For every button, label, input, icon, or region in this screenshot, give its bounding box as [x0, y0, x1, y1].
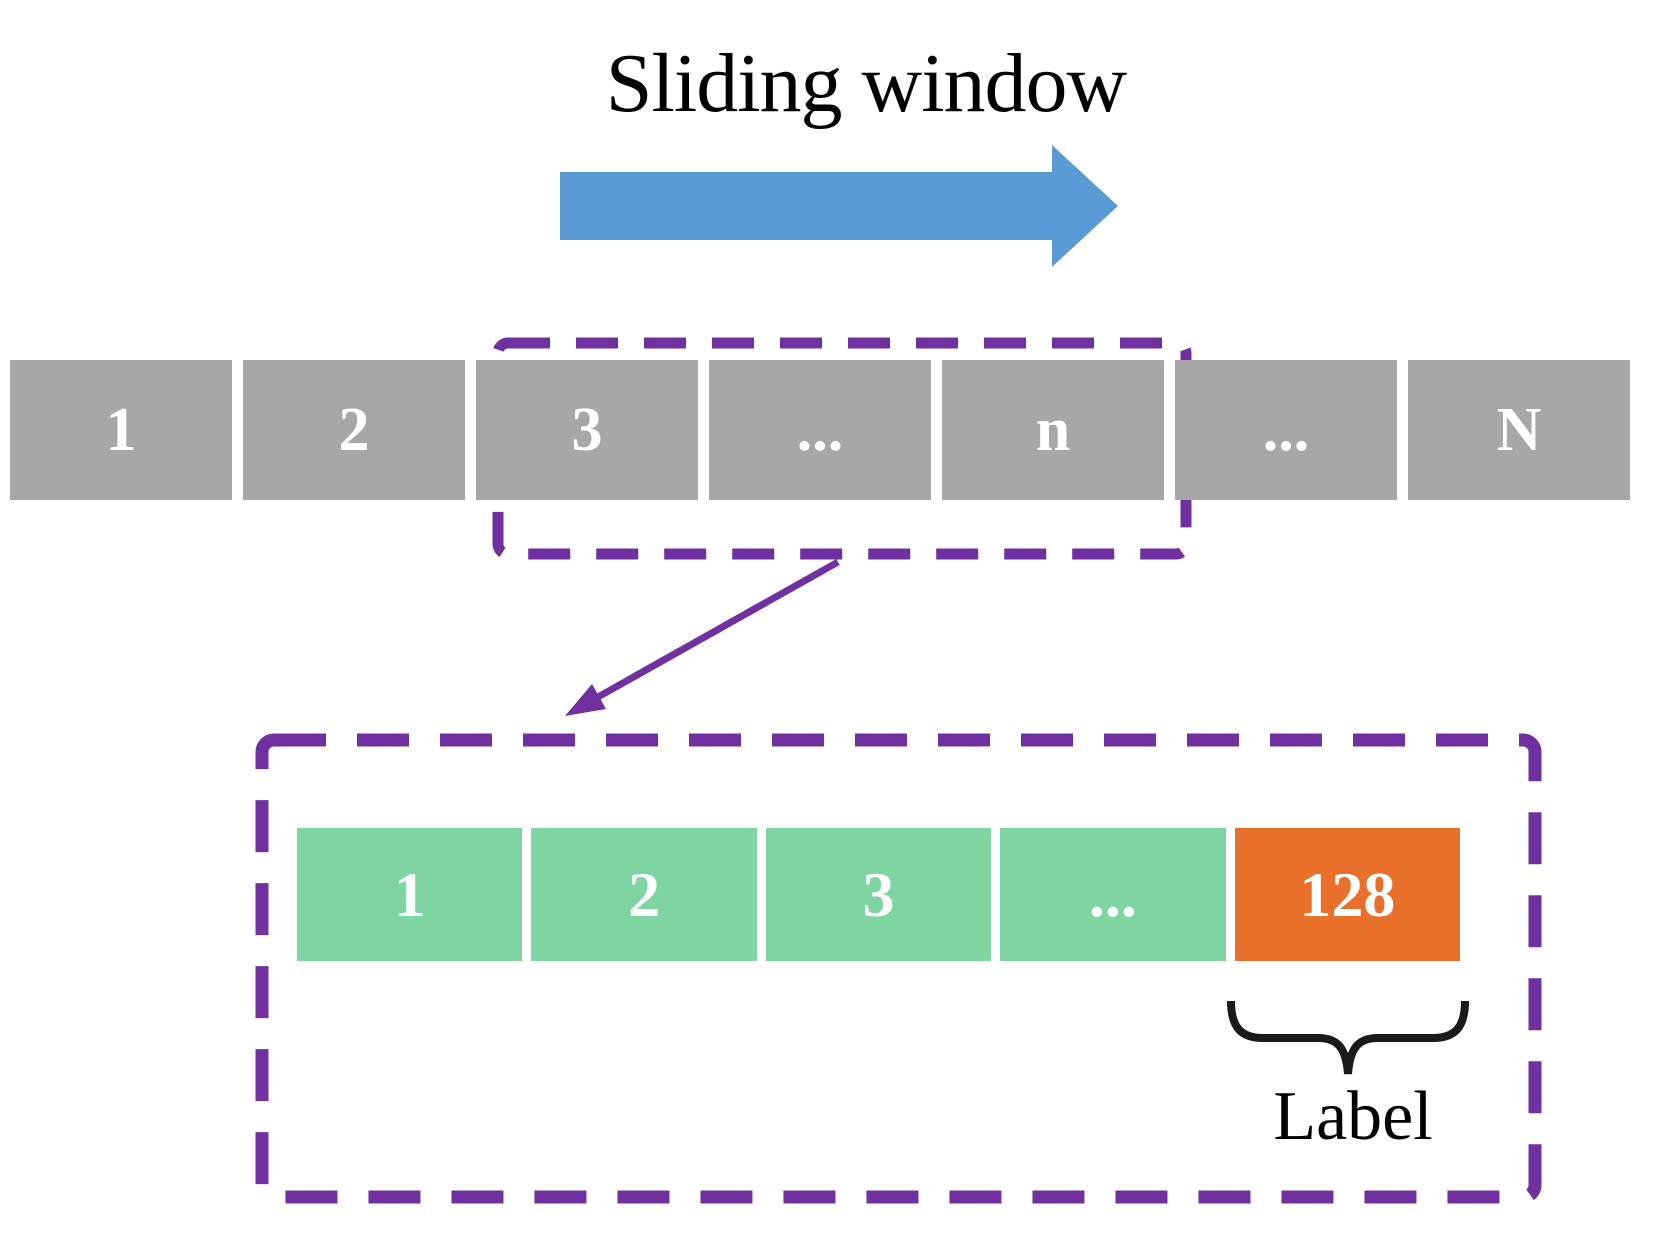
label-underbrace-icon	[1227, 1000, 1469, 1075]
sequence-cell-3: 3	[476, 360, 698, 500]
window-zoom-arrow-line	[596, 558, 840, 701]
window-cell-ellipsis: ...	[1000, 828, 1226, 961]
sequence-row: 1 2 3 ... n ... N	[10, 360, 1630, 500]
label-annotation: Label	[1273, 1078, 1433, 1155]
sequence-cell-ellipsis-1: ...	[709, 360, 931, 500]
sequence-cell-N: N	[1408, 360, 1630, 500]
sequence-cell-ellipsis-2: ...	[1175, 360, 1397, 500]
window-cell-label-128: 128	[1234, 828, 1461, 961]
sliding-direction-arrow-icon	[560, 145, 1118, 267]
figure-title: Sliding window	[605, 37, 1127, 130]
window-cell-3: 3	[765, 828, 992, 961]
window-zoom-arrow-icon	[565, 684, 606, 716]
window-cell-1: 1	[297, 828, 523, 961]
window-cell-2: 2	[531, 828, 757, 961]
sequence-cell-2: 2	[243, 360, 465, 500]
sequence-cell-1: 1	[10, 360, 232, 500]
window-detail-outline	[255, 733, 1542, 1204]
sequence-cell-n: n	[942, 360, 1164, 500]
window-content-row: 1 2 3 ... 128	[297, 828, 1461, 961]
